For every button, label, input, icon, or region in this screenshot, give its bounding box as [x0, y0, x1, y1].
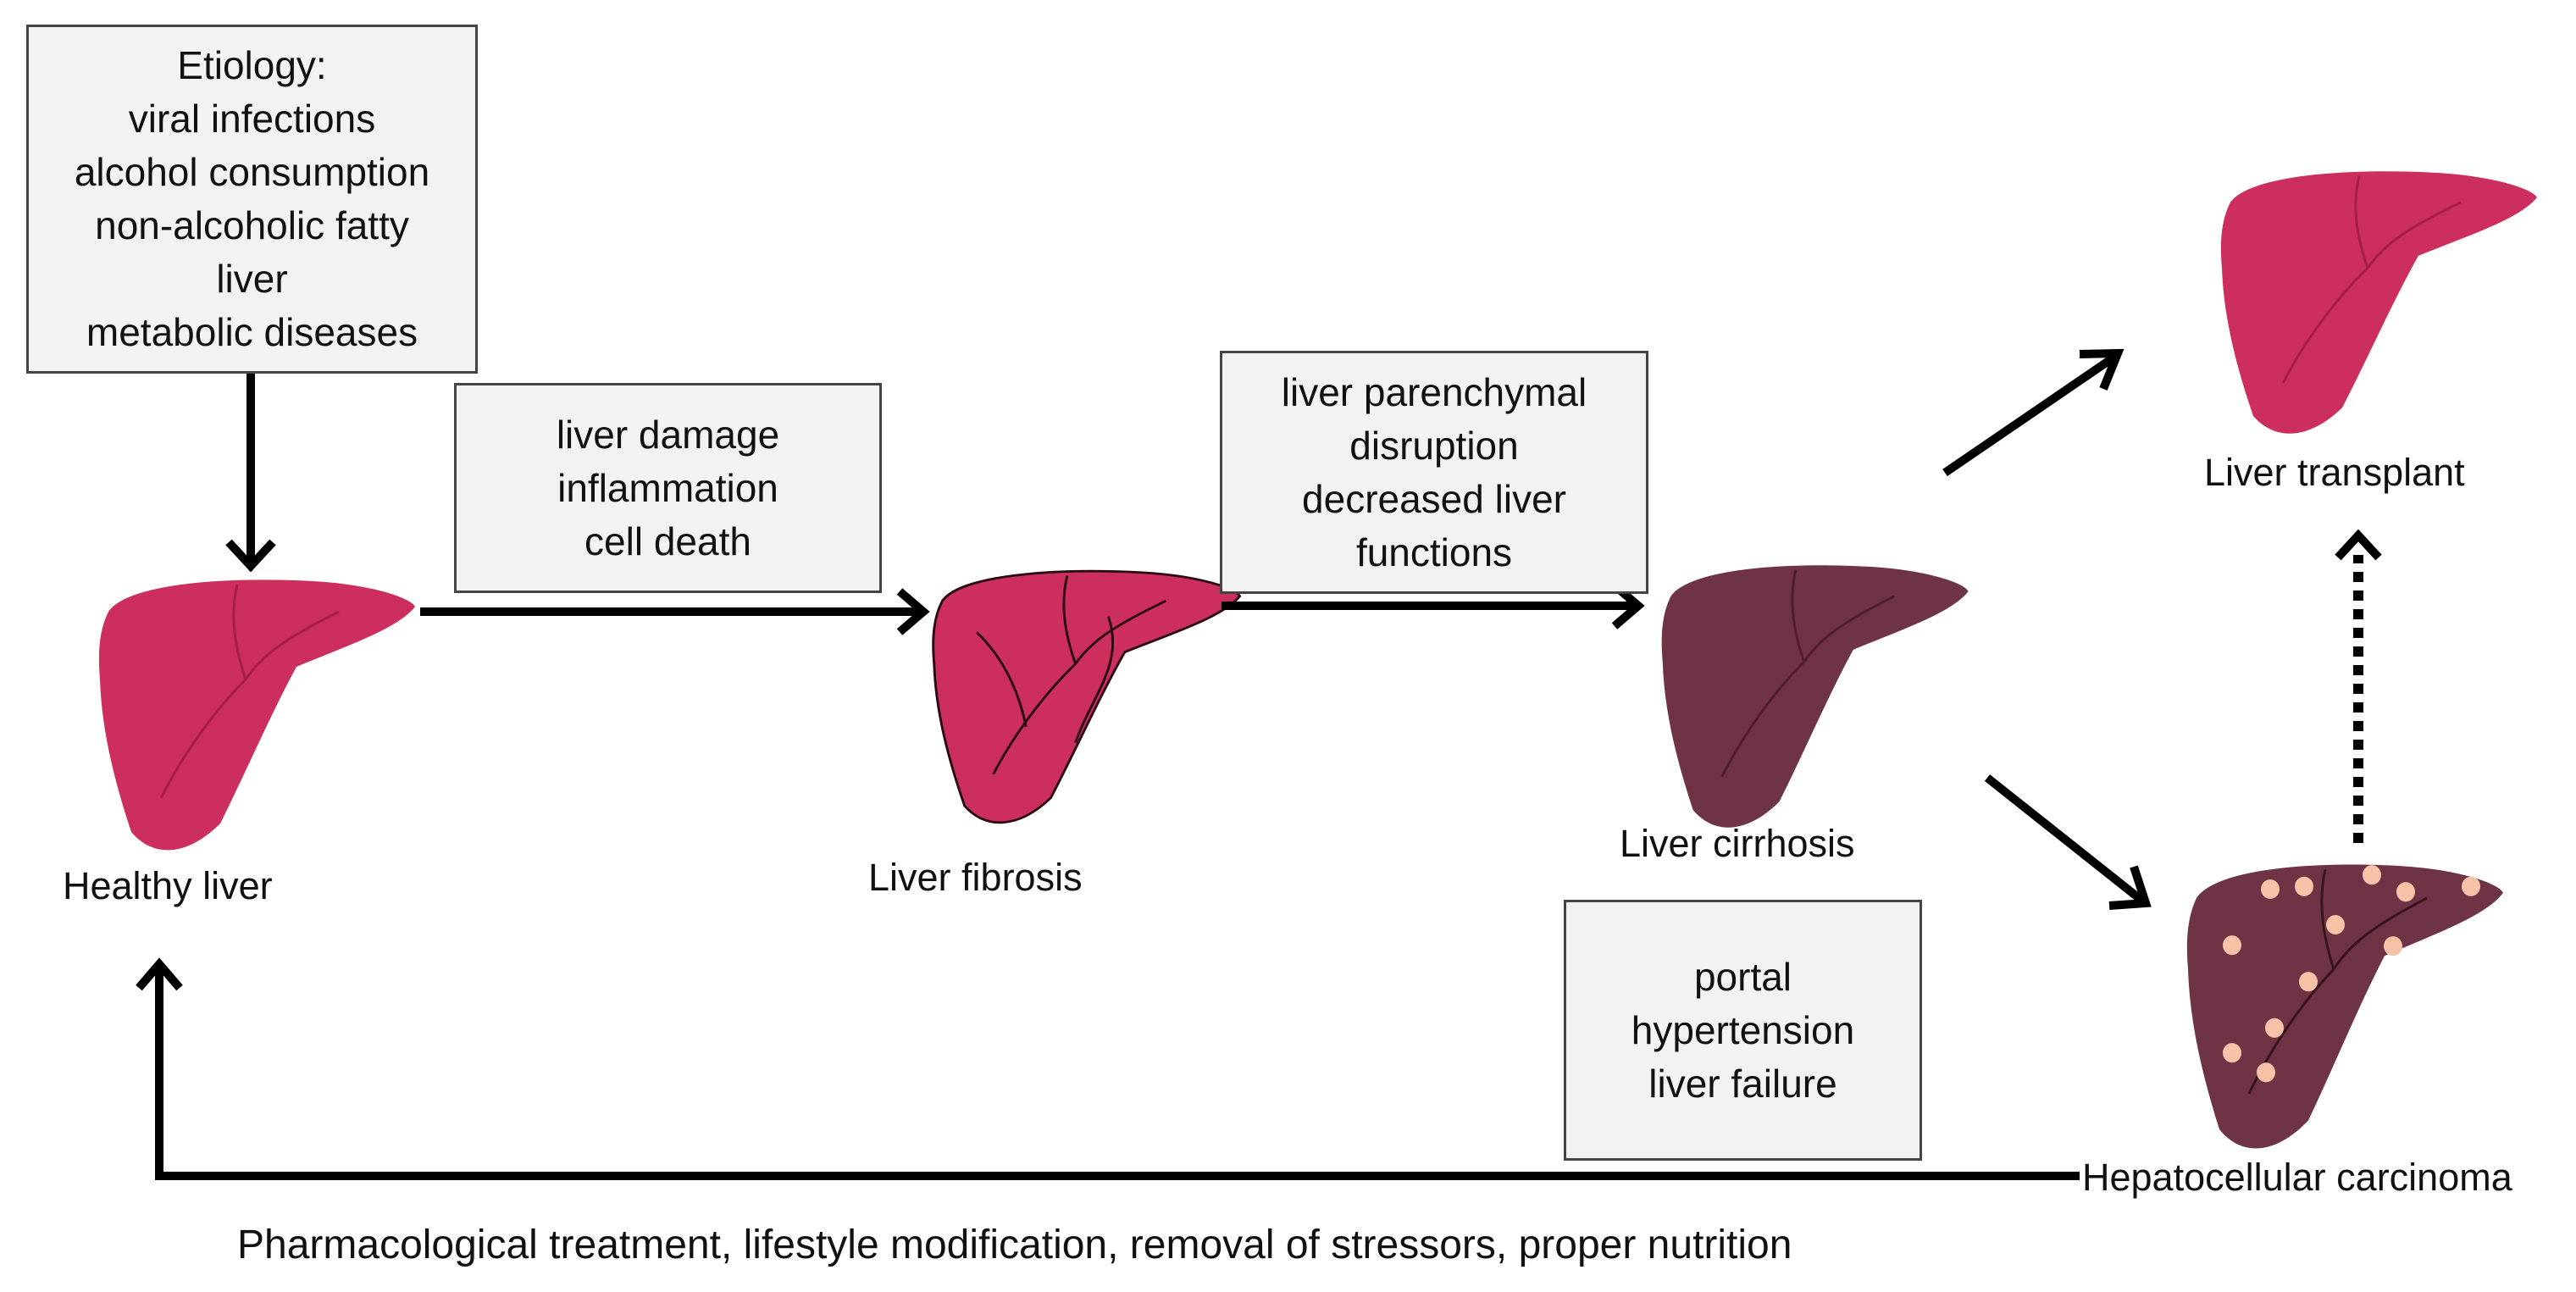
parenchymal-box: liver parenchymal disruption decreased l… [1220, 351, 1648, 594]
cirrhosis-liver-icon [1661, 565, 1969, 828]
transplant-label: Liver transplant [2204, 451, 2465, 494]
etiology-line: metabolic diseases [86, 310, 418, 354]
arrow-treatment-loop [155, 966, 2080, 1180]
arrow-cirrhosis-to-transplant [1942, 352, 2119, 477]
hcc-liver-icon [2186, 864, 2503, 1149]
fibrosis-liver-icon [932, 569, 1242, 824]
treatment-caption: Pharmacological treatment, lifestyle mod… [237, 1223, 1792, 1267]
etiology-line: liver [216, 257, 288, 301]
transplant-liver-icon [2220, 171, 2537, 434]
portal-line: portal [1693, 954, 1792, 999]
healthy-liver-icon [98, 579, 415, 851]
parenchymal-line: liver parenchymal [1281, 369, 1587, 414]
etiology-line: Etiology: [177, 43, 327, 87]
etiology-box: Etiology: viral infections alcohol consu… [26, 25, 478, 374]
damage-box: liver damage inflammation cell death [454, 383, 882, 593]
arrow-cirrhosis-to-hcc [1984, 774, 2147, 905]
portal-box: portal hypertension liver failure [1564, 900, 1922, 1161]
damage-line: cell death [584, 518, 751, 563]
parenchymal-line: disruption [1349, 423, 1519, 468]
damage-line: liver damage [556, 412, 780, 457]
healthy-liver-label: Healthy liver [63, 864, 273, 907]
etiology-line: alcohol consumption [74, 150, 430, 194]
tumor-spots [2223, 865, 2480, 1083]
damage-line: inflammation [557, 465, 778, 510]
hcc-label: Hepatocellular carcinoma [2082, 1156, 2512, 1199]
etiology-line: non-alcoholic fatty [95, 203, 409, 247]
parenchymal-line: decreased liver [1302, 476, 1566, 521]
fibrosis-label: Liver fibrosis [868, 856, 1083, 899]
cirrhosis-label: Liver cirrhosis [1620, 822, 1855, 865]
portal-line: liver failure [1648, 1061, 1837, 1106]
parenchymal-line: functions [1355, 530, 1513, 574]
portal-line: hypertension [1631, 1007, 1855, 1052]
etiology-line: viral infections [128, 97, 376, 141]
